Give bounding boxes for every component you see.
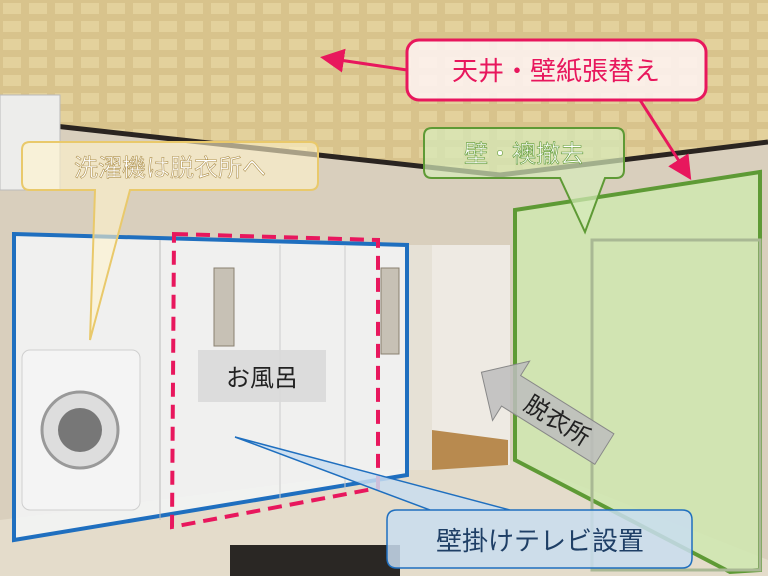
bath-label-box bbox=[198, 350, 326, 402]
fusuma-frame bbox=[590, 238, 762, 572]
ceiling-callout-text: 天井・壁紙張替え bbox=[452, 57, 660, 87]
door-window bbox=[380, 267, 400, 355]
washer-callout-text: 洗濯機は脱衣所へ bbox=[74, 154, 266, 182]
tv-callout-text: 壁掛けテレビ設置 bbox=[436, 527, 644, 557]
washer-drum bbox=[58, 408, 102, 452]
ceiling-arrow-left bbox=[320, 48, 408, 73]
hall-floor bbox=[432, 430, 508, 470]
ceiling-callout-box bbox=[405, 38, 708, 102]
sliding-door bbox=[408, 245, 432, 470]
washer-callout-box bbox=[21, 141, 319, 341]
doorway bbox=[430, 245, 510, 465]
ceiling-arrow-right bbox=[638, 99, 692, 181]
tv-callout-box bbox=[234, 436, 693, 569]
wall-removal-callout-text: 壁・襖撤去 bbox=[464, 140, 584, 168]
door-window bbox=[213, 267, 235, 347]
table bbox=[230, 545, 400, 576]
wall-removal-callout-box bbox=[423, 127, 625, 235]
bath-label: お風呂 bbox=[226, 364, 298, 392]
